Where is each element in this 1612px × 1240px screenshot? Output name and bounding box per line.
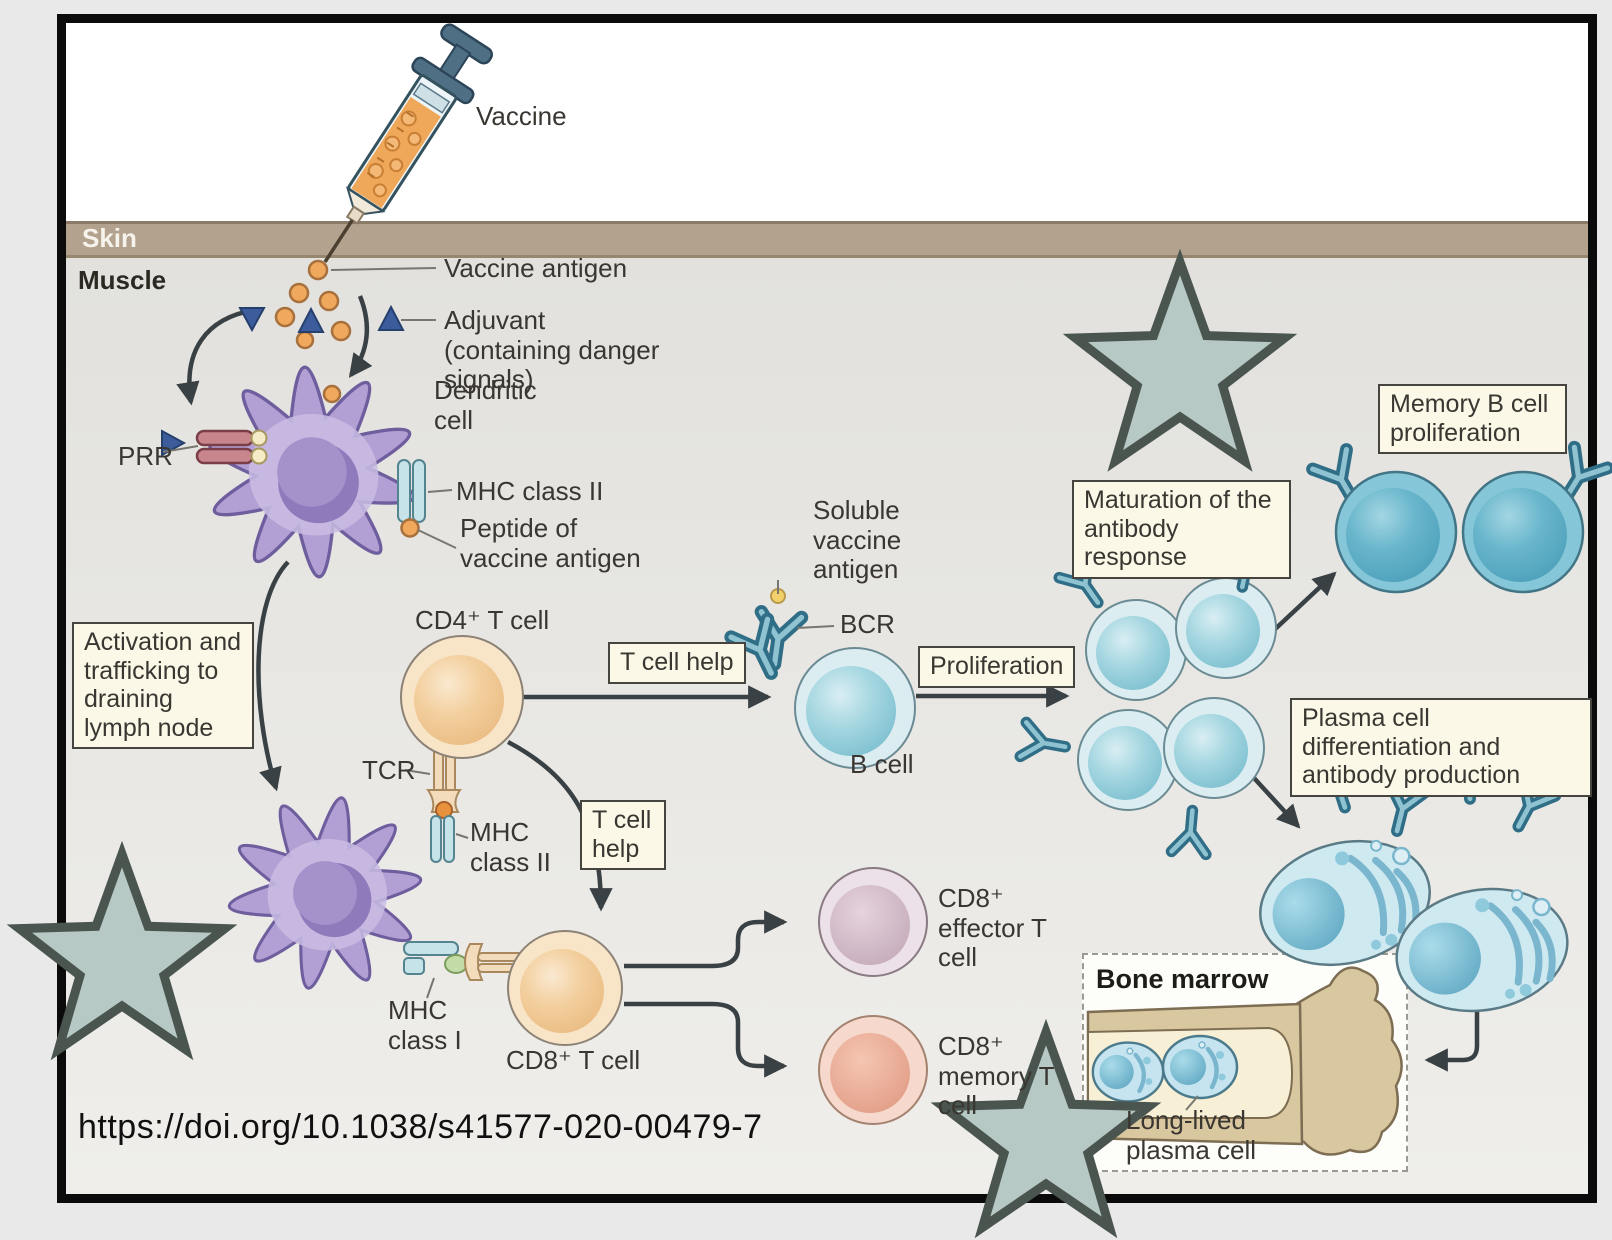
long-lived-plasma-cell-label: Long-lived plasma cell [1126, 1105, 1257, 1165]
plasma-diff-box-label: Plasma cell differentiation and antibody… [1290, 698, 1592, 797]
skin-region-label: Skin [82, 223, 137, 253]
mhc-class-i-complex [403, 941, 525, 981]
cd8-effector-t-cell [818, 867, 928, 977]
t-cell-help-box-1: T cell help [608, 642, 746, 684]
cd8-t-cell-label: CD8⁺ T cell [506, 1045, 641, 1075]
proliferation-box-label: Proliferation [918, 646, 1076, 688]
activation-box-label: Activation and trafficking to draining l… [72, 622, 254, 749]
memory-b-box-label: Memory B cell proliferation [1378, 384, 1567, 454]
bone-marrow-label: Bone marrow [1096, 964, 1269, 994]
soluble-antigen-label: Soluble vaccine antigen [813, 495, 902, 585]
dendritic-cell-2 [214, 786, 436, 1000]
maturation-box-label: Maturation of the antibody response [1072, 480, 1291, 579]
cd4-t-cell-label: CD4⁺ T cell [415, 605, 550, 635]
mhc-class-ii-top-label: MHC class II [456, 476, 604, 506]
cd8-memory-t-cell [818, 1015, 928, 1125]
syringe-icon [323, 23, 494, 263]
mhc-class-ii-receptor-top [397, 459, 426, 538]
star-annotations [6, 248, 1298, 1239]
vaccine-antigen-dots [274, 259, 352, 404]
mhc-class-ii-bottom-label: MHC class II [470, 817, 551, 877]
prr-label: PRR [118, 441, 173, 471]
star-icon-bottom-left [6, 840, 238, 1061]
dendritic-cell-label: Dendritic cell [434, 375, 537, 435]
flow-arrows [176, 295, 1480, 1078]
adjuvant-triangles [161, 304, 405, 457]
skin-band [66, 221, 1588, 258]
mhc-class-i-label: MHC class I [388, 995, 462, 1055]
b-cell-label: B cell [850, 749, 914, 779]
peptide-label: Peptide of vaccine antigen [460, 513, 641, 573]
star-icon-top [1062, 248, 1298, 472]
tcr-label: TCR [362, 755, 416, 785]
t-cell-help-box-2: T cell help [580, 800, 666, 870]
cd8-memory-label: CD8⁺ memory T cell [938, 1031, 1055, 1121]
tcr-mhc-ii-complex [426, 743, 462, 863]
cd8-effector-label: CD8⁺ effector T cell [938, 883, 1047, 973]
b-cell-cluster [1020, 542, 1277, 855]
bcr-label: BCR [840, 609, 895, 639]
cd8-t-cell [507, 930, 623, 1046]
source-doi-link[interactable]: https://doi.org/10.1038/s41577-020-00479… [78, 1108, 763, 1146]
vaccine-label: Vaccine [476, 101, 567, 131]
leader-lines [162, 267, 1199, 1111]
vaccine-antigen-label: Vaccine antigen [444, 253, 628, 283]
prr-receptor [195, 429, 268, 465]
memory-b-cells [1313, 447, 1608, 594]
star-icon-bottom-center [930, 1018, 1162, 1239]
muscle-region-label: Muscle [78, 265, 167, 295]
b-cell [794, 647, 916, 769]
cd4-t-cell [400, 635, 524, 759]
adjuvant-label: Adjuvant (containing danger signals) [444, 305, 660, 395]
